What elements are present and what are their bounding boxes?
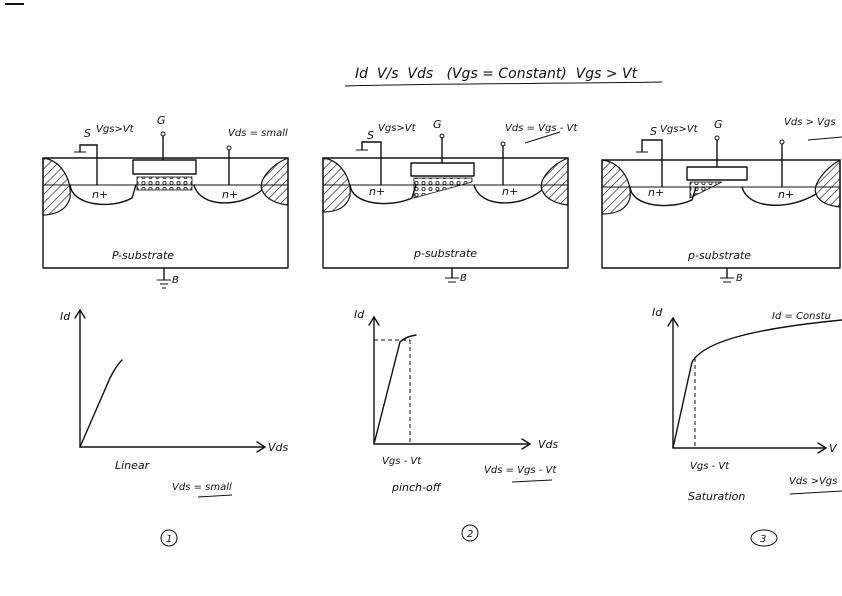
- region-condition: Vds = Vgs - Vt: [484, 465, 557, 476]
- x-axis-label: Vds: [538, 438, 559, 451]
- gate-label: G: [714, 118, 723, 131]
- x-axis-label: V: [829, 442, 838, 455]
- panel-2-cross-section: [322, 133, 569, 283]
- isolation-right: [540, 157, 569, 206]
- source-condition: Vgs>Vt: [378, 123, 417, 134]
- n-plus-drain-label: n+: [222, 188, 238, 201]
- panel-number: 3: [760, 534, 766, 545]
- source-condition: Vgs>Vt: [96, 124, 135, 135]
- title-underline: [344, 81, 663, 87]
- n-plus-drain-label: n+: [778, 188, 794, 201]
- isolation-right: [260, 157, 289, 206]
- n-plus-source-label: n+: [92, 188, 108, 201]
- curve-label: Id = Constu: [772, 311, 831, 322]
- n-plus-source-label: n+: [369, 185, 385, 198]
- panel-1-graph: [74, 309, 266, 453]
- x-tick-label: Vgs - Vt: [382, 456, 422, 467]
- panel-1-cross-section: [42, 131, 289, 289]
- gate-electrode: [410, 162, 475, 177]
- y-axis-label: Id: [60, 310, 71, 323]
- region-condition: Vds >Vgs: [789, 476, 837, 487]
- substrate-label: P-substrate: [112, 249, 174, 262]
- body-label: B: [460, 273, 467, 284]
- drain-condition: Vds = small: [228, 128, 288, 139]
- inversion-channel: [136, 176, 193, 191]
- drain-condition: Vds = Vgs - Vt: [505, 123, 578, 134]
- panel-3-cross-section: [601, 135, 841, 283]
- x-axis-label: Vds: [268, 441, 289, 454]
- n-plus-drain-well: [741, 186, 817, 206]
- pinched-channel: [413, 177, 473, 199]
- source-label: S: [650, 125, 657, 138]
- panel-number: 2: [467, 529, 473, 540]
- n-plus-source-well: [629, 186, 697, 207]
- region-label: Linear: [115, 459, 151, 472]
- panel-number-circle: [461, 524, 479, 542]
- page-title: Id V/s Vds (Vgs = Constant) Vgs > Vt: [355, 66, 638, 82]
- gate-electrode: [686, 166, 748, 181]
- substrate-label: p-substrate: [413, 247, 477, 260]
- substrate-body: [322, 157, 569, 269]
- body-label: B: [736, 273, 743, 284]
- source-condition: Vgs>Vt: [660, 124, 699, 135]
- n-plus-drain-well: [473, 184, 543, 204]
- y-axis-label: Id: [652, 306, 663, 319]
- isolation-right: [814, 158, 841, 208]
- substrate-label: p-substrate: [687, 249, 751, 262]
- panel-number: 1: [166, 534, 172, 545]
- region-condition: Vds = small: [172, 482, 232, 493]
- pinch-off-curve: [373, 334, 417, 445]
- gate-electrode: [132, 159, 197, 175]
- linear-curve: [79, 359, 123, 448]
- y-axis-label: Id: [354, 308, 365, 321]
- region-label: Saturation: [688, 490, 745, 503]
- n-plus-source-label: n+: [648, 186, 664, 199]
- source-label: S: [367, 129, 374, 142]
- source-label: S: [84, 127, 91, 140]
- drain-condition: Vds > Vgs: [784, 117, 836, 128]
- gate-label: G: [433, 118, 442, 131]
- n-plus-drain-well: [193, 184, 263, 204]
- gate-label: G: [157, 114, 166, 127]
- panel-number-circle: [750, 529, 778, 547]
- n-plus-source-well: [69, 184, 137, 206]
- x-tick-label: Vgs - Vt: [690, 461, 730, 472]
- body-label: B: [172, 275, 179, 286]
- region-label: pinch-off: [391, 481, 442, 494]
- n-plus-source-well: [349, 184, 417, 205]
- panel-3-graph: [667, 317, 842, 454]
- saturation-curve: [672, 319, 842, 449]
- saturated-channel: [689, 181, 723, 199]
- panel-number-circle: [160, 529, 178, 547]
- panel-2-graph: [368, 316, 531, 450]
- n-plus-drain-label: n+: [502, 185, 518, 198]
- isolation-left: [42, 157, 71, 216]
